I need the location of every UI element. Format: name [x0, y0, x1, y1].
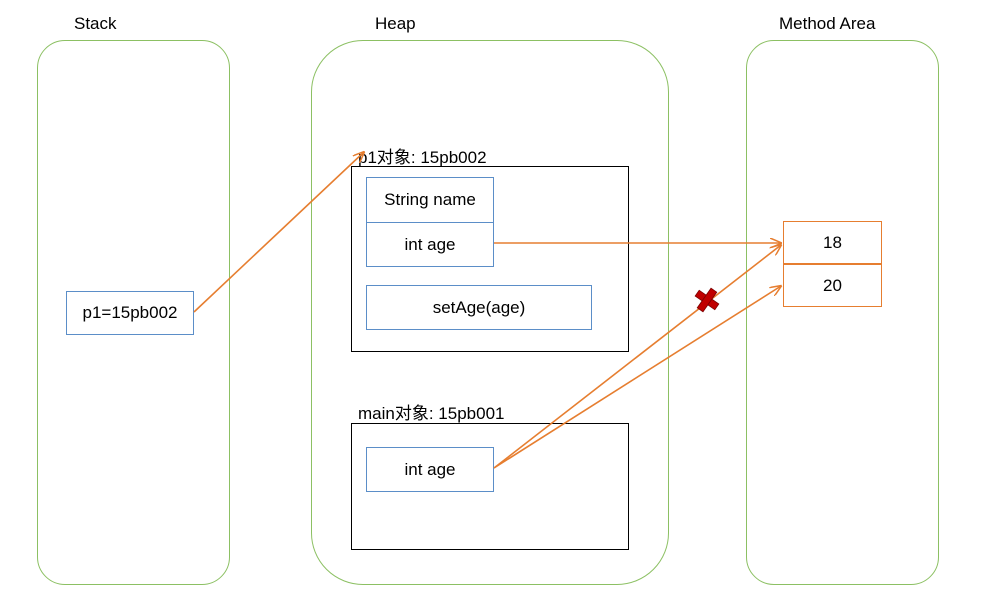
method-area-title: Method Area: [779, 14, 876, 33]
stack-region: [37, 40, 230, 585]
main-object-label: main对象: 15pb001: [358, 404, 505, 423]
stack-var-p1: p1=15pb002: [66, 291, 194, 335]
cross-icon: [694, 287, 720, 313]
constant-18: 18: [783, 221, 882, 264]
p1-field-age: int age: [366, 222, 494, 267]
heap-region: [311, 40, 669, 585]
arrow-p1-to-object: [193, 152, 364, 313]
p1-object-label: p1对象: 15pb002: [358, 148, 487, 167]
method-area-region: [746, 40, 939, 585]
main-object-box: [351, 423, 629, 550]
constant-20: 20: [783, 264, 882, 307]
heap-title: Heap: [375, 14, 416, 33]
p1-method-setage: setAge(age): [366, 285, 592, 330]
arrow-main-age-to-18: [493, 245, 781, 469]
arrow-main-age-to-20: [493, 286, 781, 469]
p1-object-box: [351, 166, 629, 352]
stack-title: Stack: [74, 14, 117, 33]
main-field-age: int age: [366, 447, 494, 492]
